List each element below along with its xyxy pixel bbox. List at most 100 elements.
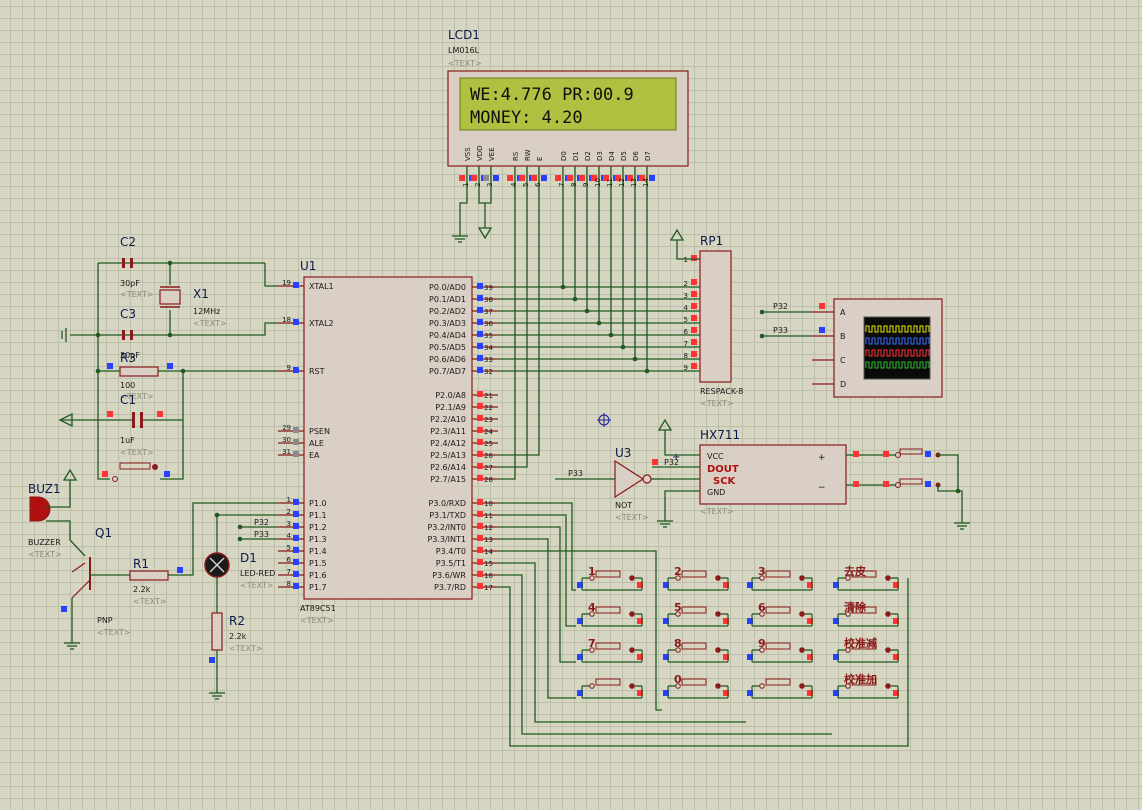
pin-marker[interactable] [477, 475, 483, 481]
keypad-key-1[interactable] [681, 570, 707, 578]
pin-marker[interactable] [691, 327, 697, 333]
pin-marker[interactable] [293, 439, 299, 445]
pin-marker[interactable] [459, 175, 465, 181]
pin-marker[interactable] [833, 654, 839, 660]
pin-marker[interactable] [293, 535, 299, 541]
pin-marker[interactable] [649, 175, 655, 181]
pin-marker[interactable] [477, 319, 483, 325]
keypad-key-5[interactable] [681, 606, 707, 614]
pin-marker[interactable] [477, 283, 483, 289]
pin-marker[interactable] [477, 343, 483, 349]
pin-marker[interactable] [723, 582, 729, 588]
pin-marker[interactable] [691, 315, 697, 321]
keypad-key-9[interactable] [681, 642, 707, 650]
pin-marker[interactable] [925, 451, 931, 457]
keypad-key-2[interactable] [765, 570, 791, 578]
pin-marker[interactable] [293, 282, 299, 288]
pin-marker[interactable] [483, 175, 489, 181]
pin-marker[interactable] [293, 427, 299, 433]
pin-marker[interactable] [691, 279, 697, 285]
pin-marker[interactable] [691, 363, 697, 369]
pin-marker[interactable] [893, 582, 899, 588]
pin-marker[interactable] [747, 690, 753, 696]
keypad-key-0[interactable] [595, 570, 621, 578]
pin-marker[interactable] [627, 175, 633, 181]
pin-marker[interactable] [293, 511, 299, 517]
keypad-key-6[interactable] [765, 606, 791, 614]
pin-marker[interactable] [167, 363, 173, 369]
pin-marker[interactable] [107, 363, 113, 369]
load-cell-plus-switch[interactable] [899, 448, 923, 455]
pin-marker[interactable] [747, 654, 753, 660]
keypad-key-10[interactable] [765, 642, 791, 650]
pin-marker[interactable] [807, 690, 813, 696]
hx711-module[interactable] [699, 444, 847, 505]
pin-marker[interactable] [477, 463, 483, 469]
pin-marker[interactable] [477, 571, 483, 577]
pin-marker[interactable] [819, 303, 825, 309]
pin-marker[interactable] [747, 618, 753, 624]
pin-marker[interactable] [893, 618, 899, 624]
crystal-x1[interactable] [159, 289, 181, 305]
pin-marker[interactable] [577, 618, 583, 624]
pin-marker[interactable] [637, 582, 643, 588]
pin-marker[interactable] [477, 367, 483, 373]
pin-marker[interactable] [577, 690, 583, 696]
pin-marker[interactable] [293, 451, 299, 457]
keypad-key-13[interactable] [681, 678, 707, 686]
resistor-r2[interactable] [211, 612, 223, 651]
pin-marker[interactable] [691, 255, 697, 261]
pin-marker[interactable] [477, 307, 483, 313]
pin-marker[interactable] [61, 606, 67, 612]
pin-marker[interactable] [519, 175, 525, 181]
pin-marker[interactable] [507, 175, 513, 181]
rp1-body[interactable] [699, 250, 732, 383]
buzzer-body[interactable] [29, 496, 51, 522]
pin-marker[interactable] [567, 175, 573, 181]
pin-marker[interactable] [209, 657, 215, 663]
pin-marker[interactable] [819, 327, 825, 333]
pin-marker[interactable] [577, 582, 583, 588]
pin-marker[interactable] [477, 451, 483, 457]
pin-marker[interactable] [723, 690, 729, 696]
pin-marker[interactable] [477, 535, 483, 541]
pin-marker[interactable] [477, 331, 483, 337]
pin-marker[interactable] [293, 559, 299, 565]
pin-marker[interactable] [477, 427, 483, 433]
mcu-body[interactable] [303, 276, 473, 600]
pin-marker[interactable] [293, 523, 299, 529]
pin-marker[interactable] [531, 175, 537, 181]
pin-marker[interactable] [807, 618, 813, 624]
pin-marker[interactable] [293, 583, 299, 589]
keypad-key-3[interactable] [851, 570, 877, 578]
load-cell-minus-switch[interactable] [899, 478, 923, 485]
pin-marker[interactable] [293, 547, 299, 553]
pin-marker[interactable] [853, 481, 859, 487]
pin-marker[interactable] [652, 459, 658, 465]
pin-marker[interactable] [893, 654, 899, 660]
pin-marker[interactable] [477, 355, 483, 361]
pin-marker[interactable] [577, 654, 583, 660]
pin-marker[interactable] [893, 690, 899, 696]
pin-marker[interactable] [555, 175, 561, 181]
pin-marker[interactable] [107, 411, 113, 417]
pin-marker[interactable] [807, 582, 813, 588]
pin-marker[interactable] [477, 523, 483, 529]
pin-marker[interactable] [477, 547, 483, 553]
pin-marker[interactable] [477, 415, 483, 421]
pin-marker[interactable] [853, 451, 859, 457]
pin-marker[interactable] [293, 571, 299, 577]
pin-marker[interactable] [663, 582, 669, 588]
pin-marker[interactable] [477, 391, 483, 397]
pin-marker[interactable] [663, 654, 669, 660]
pin-marker[interactable] [691, 351, 697, 357]
pin-marker[interactable] [833, 582, 839, 588]
pin-marker[interactable] [477, 583, 483, 589]
pin-marker[interactable] [637, 654, 643, 660]
pin-marker[interactable] [883, 451, 889, 457]
pin-marker[interactable] [639, 175, 645, 181]
keypad-key-15[interactable] [851, 678, 877, 686]
pin-marker[interactable] [477, 439, 483, 445]
not-gate[interactable] [614, 459, 645, 499]
keypad-key-14[interactable] [765, 678, 791, 686]
